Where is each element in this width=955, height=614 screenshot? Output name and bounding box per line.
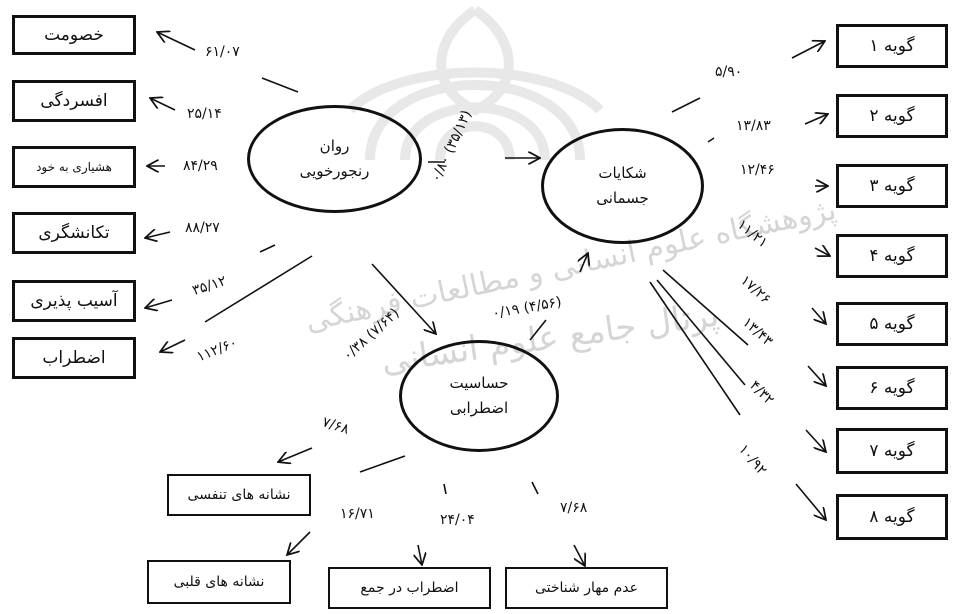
arrow-to-afsordegi: [150, 98, 176, 111]
indicator-box-goye-7: گویه ۷: [836, 428, 948, 474]
indicator-box-goye-1: گویه ۱: [836, 24, 948, 68]
loading-goye-1: ۵/۹۰: [715, 64, 743, 80]
indicator-box-goye-6: گویه ۶: [836, 366, 948, 410]
indicator-box-goye-5: گویه ۵: [836, 302, 948, 346]
latent-hasasiat-line2: اضطرابی: [449, 399, 509, 417]
latent-shekayat-line1: شکایات: [598, 163, 647, 182]
latent-shekayat-jesmani: شکایات جسمانی: [541, 128, 704, 244]
indicator-box-hoshiari: هشیاری به خود: [12, 146, 136, 188]
indicator-box-goye-8: گویه ۸: [836, 494, 948, 540]
tick-goye-2: [707, 137, 715, 143]
latent-rawan-line1: روان: [319, 136, 350, 155]
tick-takanesh: [259, 244, 276, 253]
line-asib: [204, 255, 313, 323]
arrow-to-tanaffosi: [278, 447, 313, 462]
latent-rawan-line2: رنجورخویی: [299, 162, 370, 180]
arrow-to-goye-8: [795, 483, 826, 520]
indicator-box-ezterab: اضطراب: [12, 337, 136, 379]
indicator-box-khosoomat: خصومت: [12, 15, 136, 55]
tick-khosoomat: [261, 77, 299, 93]
loading-goye-3: ۱۲/۴۶: [740, 162, 775, 178]
indicator-box-goye-2: گویه ۲: [836, 94, 948, 138]
arrow-to-goye-5: [811, 307, 826, 324]
line-goye-7: [649, 281, 741, 416]
arrow-to-asib: [145, 300, 173, 308]
loading-jam: ۲۴/۰۴: [440, 512, 475, 528]
loading-hoshiari: ۸۴/۲۹: [183, 158, 218, 174]
arrow-to-mahar: [573, 544, 585, 566]
latent-rawan-ranjoorkhooyi: روان رنجورخویی: [247, 105, 422, 213]
line-goye-1: [671, 97, 701, 113]
loading-ghalbi: ۱۶/۷۱: [340, 506, 375, 522]
arrow-to-goye-7: [805, 429, 826, 452]
latent-hasasiat-ezterabi: حساسیت اضطرابی: [399, 340, 559, 452]
loading-goye-2: ۱۳/۸۳: [736, 118, 771, 134]
arrow-to-khosoomat: [157, 32, 196, 51]
loading-takanesh: ۸۸/۲۷: [185, 220, 220, 236]
indicator-box-afsordegi: افسردگی: [12, 80, 136, 122]
line-tanaffosi: [359, 455, 406, 473]
arrow-to-goye-2: [804, 114, 828, 125]
indicator-box-ghalbi: نشانه های قلبی: [147, 560, 291, 604]
latent-hasasiat-line1: حساسیت: [449, 373, 509, 392]
indicator-box-takanesh: تکانشگری: [12, 212, 136, 254]
tick-jam: [443, 483, 447, 495]
indicator-box-asib: آسیب پذیری: [12, 280, 136, 322]
loading-mahar: ۷/۶۸: [560, 500, 588, 516]
line-hasasiat-upper: [529, 319, 547, 341]
line-goye-5: [662, 269, 749, 346]
loading-afsordegi: ۲۵/۱۴: [187, 106, 222, 122]
latent-shekayat-line2: جسمانی: [596, 189, 649, 207]
indicator-box-tanaffosi: نشانه های تنفسی: [167, 474, 311, 516]
arrow-to-jam: [418, 544, 422, 565]
indicator-box-mahar: عدم مهار شناختی: [505, 567, 668, 609]
indicator-box-goye-4: گویه ۴: [836, 234, 948, 278]
arrow-rawan-to-hasasiat: [371, 263, 436, 334]
loading-khosoomat: ۶۱/۰۷: [205, 44, 240, 60]
arrow-to-ezterab: [160, 339, 186, 352]
arrow-hasasiat-to-shekayat: [580, 253, 588, 273]
tick-mahar: [531, 481, 539, 495]
indicator-box-goye-3: گویه ۳: [836, 164, 948, 208]
arrow-to-goye-4: [814, 248, 830, 256]
arrow-to-goye-1: [791, 41, 825, 59]
indicator-box-jam: اضطراب در جمع: [328, 567, 491, 609]
line-goye-6: [656, 279, 746, 386]
arrow-to-takanesh: [145, 232, 171, 238]
arrow-to-ghalbi: [287, 531, 311, 555]
arrow-to-goye-6: [807, 365, 826, 386]
